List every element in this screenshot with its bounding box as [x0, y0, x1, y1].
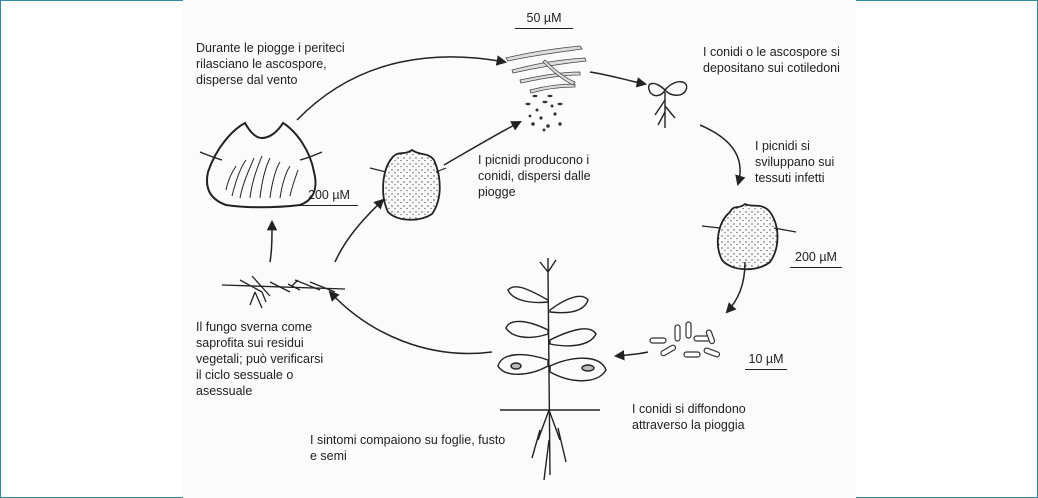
- scale-bar-right-pycnidium: 200 µM: [790, 250, 842, 268]
- arrow-residue-to-perithecium: [270, 222, 272, 262]
- conidia-drawing-top: [526, 95, 563, 132]
- label-conidia-rain: I conidi si diffondono attraverso la pio…: [632, 401, 746, 433]
- label-pycnidia-develop: I picnidi si sviluppano sui tessuti infe…: [755, 138, 834, 186]
- plant-drawing: [498, 258, 606, 480]
- label-deposit-cotyledons: I conidi o le ascospore si depositano su…: [703, 44, 840, 76]
- label-symptoms: I sintomi compaiono su foglie, fusto e s…: [310, 432, 505, 464]
- arrow-cotyledon-to-pycnidia: [700, 125, 740, 184]
- arrow-conidia-to-plant: [616, 352, 648, 356]
- arrow-spores-to-cotyledon: [590, 72, 645, 84]
- label-ascospore-release: Durante le piogge i periteci rilasciano …: [196, 40, 345, 88]
- label-pycnidia-produce: I picnidi producono i conidi, dispersi d…: [478, 152, 591, 200]
- residue-drawing: [222, 276, 345, 308]
- scale-label-conidia: 10 µM: [749, 352, 784, 366]
- cycle-arrows: [270, 57, 745, 356]
- scale-label-left-pycnidium: 200 µM: [308, 188, 350, 202]
- label-overwinter: Il fungo sverna come saprofita sui resid…: [196, 319, 323, 399]
- scale-bar-left-pycnidium: 200 µM: [300, 188, 358, 206]
- conidia-drawing-bottom: [650, 322, 720, 358]
- arrow-plant-to-residue: [330, 292, 492, 353]
- ascospores-drawing: [506, 46, 586, 93]
- scale-bar-top: 50 µM: [515, 11, 573, 29]
- pycnidium-right-drawing: [702, 204, 796, 269]
- arrow-residue-to-pycnidium: [335, 200, 383, 262]
- scale-bar-conidia: 10 µM: [745, 352, 787, 370]
- seedling-drawing: [649, 82, 687, 128]
- scale-label-top: 50 µM: [527, 11, 562, 25]
- scale-label-right-pycnidium: 200 µM: [795, 250, 837, 264]
- pycnidium-left-drawing: [370, 150, 446, 220]
